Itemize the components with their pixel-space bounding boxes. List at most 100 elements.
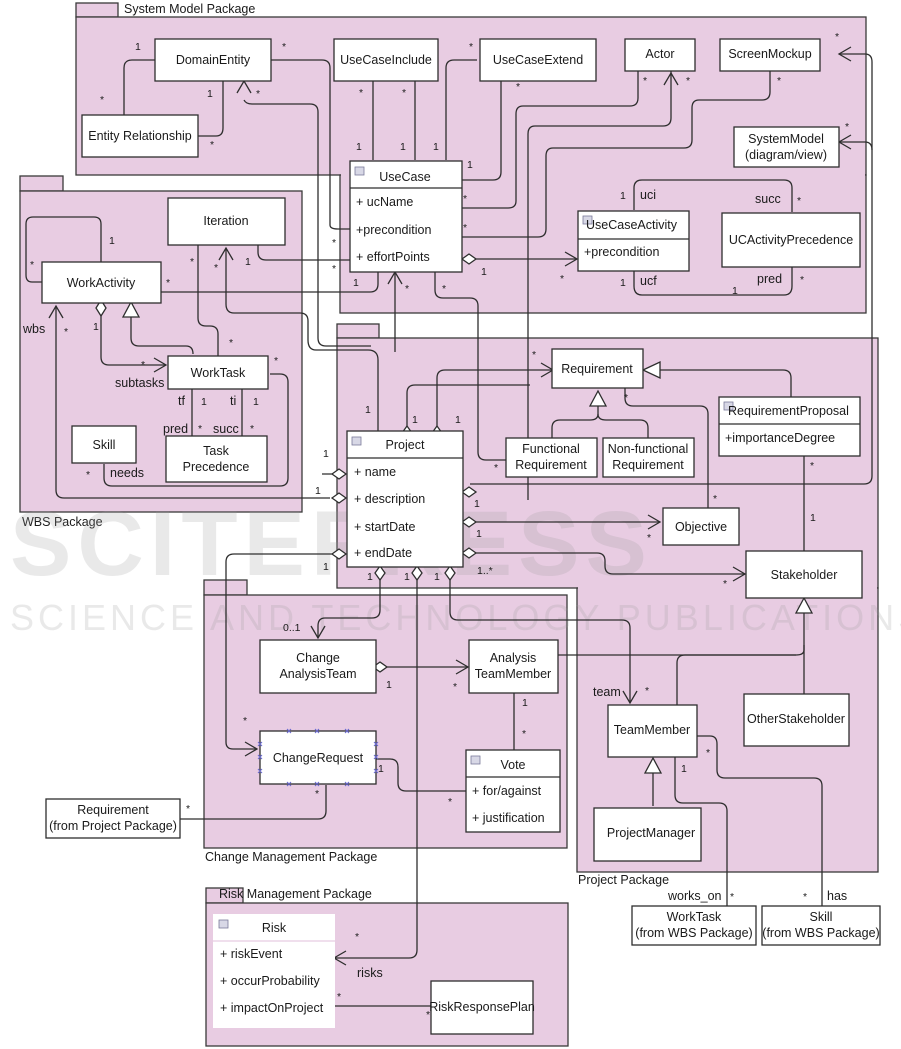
class-skill-ref[interactable]: Skill (from WBS Package) — [761, 905, 881, 946]
arrowhead-icon — [218, 246, 234, 261]
selection-handles[interactable] — [257, 728, 379, 787]
box-frame — [505, 437, 598, 478]
assoc-project-actor — [527, 71, 672, 500]
class-label: + occurProbability — [220, 974, 320, 988]
class-uc-activity-precedence[interactable]: UCActivityPrecedence — [721, 212, 861, 268]
class-use-case-extend[interactable]: UseCaseExtend — [479, 38, 597, 82]
box-frame — [167, 197, 286, 246]
multiplicity-label: * — [624, 392, 628, 404]
arrowhead-icon — [455, 659, 470, 675]
association-line — [660, 369, 792, 398]
class-analysis-team-member[interactable]: Analysis TeamMember — [468, 639, 559, 694]
multiplicity-label: 1..* — [477, 565, 493, 577]
class-label: + for/against — [472, 784, 542, 798]
class-entity-relationship[interactable]: Entity Relationship — [81, 114, 199, 158]
collapse-icon[interactable] — [354, 166, 365, 176]
class-actor[interactable]: Actor — [624, 38, 696, 72]
association-line — [334, 580, 418, 959]
class-label: Precedence — [183, 460, 250, 474]
collapse-icon[interactable] — [723, 401, 734, 411]
class-risk[interactable]: Risk + riskEvent + occurProbability + im… — [213, 914, 335, 1028]
class-requirement-proposal[interactable]: RequirementProposal +importanceDegree — [718, 396, 861, 457]
class-skill[interactable]: Skill — [71, 425, 137, 464]
class-label: Requirement — [515, 458, 587, 472]
multiplicity-label: * — [463, 193, 467, 205]
multiplicity-label: * — [359, 87, 363, 99]
box-frame — [71, 425, 137, 464]
aggregation-diamond-icon — [460, 253, 478, 265]
multiplicity-label: 1 — [93, 321, 99, 333]
class-objective[interactable]: Objective — [662, 507, 740, 546]
class-label: (diagram/view) — [745, 148, 827, 162]
class-work-task[interactable]: WorkTask — [167, 355, 269, 390]
assoc-worktask-skill — [103, 373, 289, 487]
class-iteration[interactable]: Iteration — [167, 197, 286, 246]
aggregation-diamond-icon — [330, 492, 348, 504]
assoc-project-changerequest — [225, 553, 332, 750]
multiplicity-label: 1 — [732, 285, 738, 297]
multiplicity-label: * — [706, 747, 710, 759]
class-label: +importanceDegree — [725, 431, 835, 445]
class-requirement[interactable]: Requirement — [551, 348, 644, 389]
collapse-icon[interactable] — [351, 436, 362, 446]
class-use-case-activity[interactable]: UseCaseActivity +precondition — [577, 210, 690, 272]
class-project-manager[interactable]: ProjectManager — [593, 807, 702, 862]
collapse-icon[interactable] — [470, 755, 481, 765]
multiplicity-label: * — [405, 283, 409, 295]
watermark-sub: SCIENCE AND TECHNOLOGY PUBLICATIONS — [10, 597, 901, 638]
assoc-iteration-worktask — [197, 245, 219, 356]
multiplicity-label: * — [86, 469, 90, 481]
multiplicity-label: 1 — [356, 141, 362, 153]
multiplicity-label: 1 — [455, 414, 461, 426]
role-labels: uci succ ucf pred wbs subtasks tf ti pre… — [22, 188, 847, 980]
class-label: Change — [296, 651, 340, 665]
collapse-icon[interactable] — [582, 215, 593, 225]
class-domain-entity[interactable]: DomainEntity — [154, 38, 272, 82]
class-vote[interactable]: Vote + for/against + justification — [465, 749, 561, 833]
association-line — [551, 406, 599, 438]
box-frame — [167, 355, 269, 390]
class-other-stakeholder[interactable]: OtherStakeholder — [743, 693, 850, 747]
class-use-case[interactable]: UseCase + ucName +precondition + effortP… — [349, 160, 463, 273]
class-label: Functional — [522, 442, 580, 456]
multiplicity-label: * — [463, 222, 467, 234]
class-change-request[interactable]: ChangeRequest — [257, 728, 379, 787]
class-screen-mockup[interactable]: ScreenMockup — [719, 38, 821, 72]
multiplicity-label: 1 — [522, 697, 528, 709]
box-frame — [479, 38, 597, 82]
class-work-activity[interactable]: WorkActivity — [41, 261, 162, 304]
class-task-precedence[interactable]: Task Precedence — [165, 435, 268, 483]
class-stakeholder[interactable]: Stakeholder — [745, 550, 863, 599]
class-use-case-include[interactable]: UseCaseInclude — [333, 38, 439, 82]
class-label: +precondition — [584, 245, 659, 259]
box-frame — [662, 507, 740, 546]
arrowhead-icon — [837, 46, 852, 62]
assoc-iteration-usecase — [257, 245, 350, 261]
class-functional-requirement[interactable]: Functional Requirement — [505, 437, 598, 478]
multiplicity-label: * — [494, 462, 498, 474]
class-label: + description — [354, 492, 425, 506]
collapse-icon[interactable] — [218, 919, 229, 929]
class-label: TeamMember — [614, 723, 690, 737]
class-change-analysis-team[interactable]: Change AnalysisTeam — [259, 639, 377, 694]
class-label: DomainEntity — [176, 53, 251, 67]
multiplicity-label: 1 — [135, 41, 141, 53]
class-project[interactable]: Project + name + description + startDate… — [346, 430, 464, 568]
multiplicity-label: * — [810, 460, 814, 472]
class-work-task-ref[interactable]: WorkTask (from WBS Package) — [631, 905, 757, 946]
multiplicity-label: * — [713, 493, 717, 505]
class-system-model[interactable]: SystemModel (diagram/view) — [733, 126, 840, 168]
class-team-member[interactable]: TeamMember — [607, 704, 698, 758]
multiplicity-label: 0..1 — [283, 622, 301, 634]
association-line — [839, 141, 873, 151]
class-label: (from WBS Package) — [635, 926, 752, 940]
class-non-functional-requirement[interactable]: Non-functional Requirement — [602, 437, 695, 478]
aggregation-diamond-icon — [330, 468, 348, 480]
class-requirement-ref[interactable]: Requirement (from Project Package) — [45, 798, 181, 839]
class-risk-response-plan[interactable]: RiskResponsePlan — [429, 980, 535, 1035]
multiplicity-label: * — [186, 803, 190, 815]
box-frame — [45, 798, 181, 839]
role-label: wbs — [22, 322, 45, 336]
class-label: Skill — [810, 910, 833, 924]
class-label: + name — [354, 465, 396, 479]
